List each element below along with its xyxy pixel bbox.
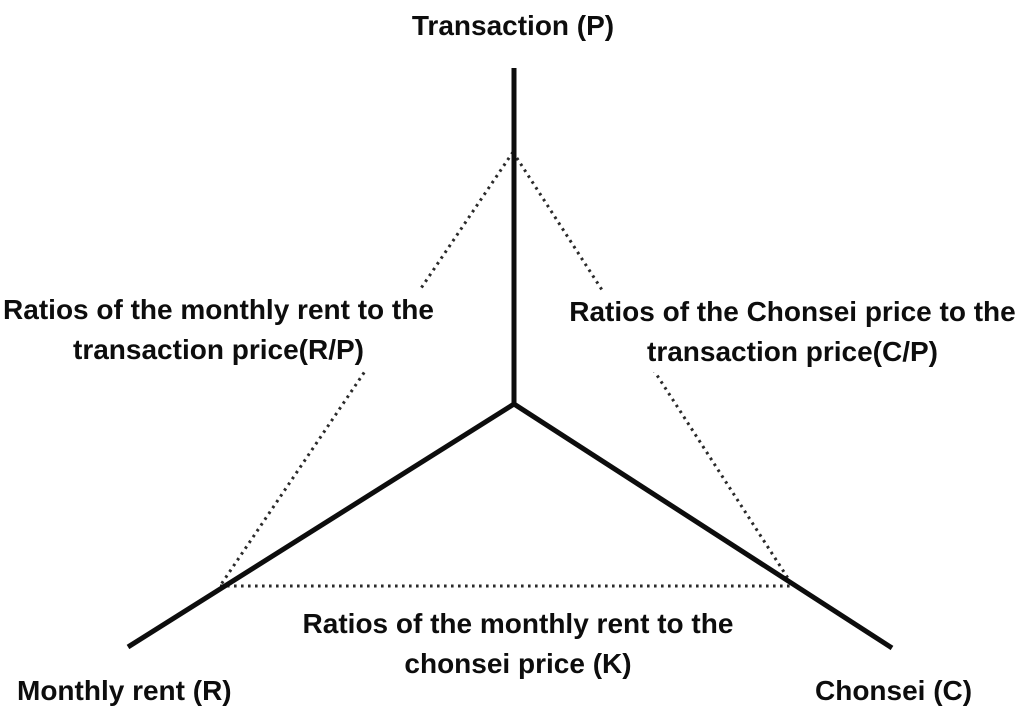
dotted-edge-left <box>218 151 515 587</box>
edge-label-line: transaction price(C/P) <box>647 336 938 367</box>
edge-label-rent-to-transaction-ratio: Ratios of the monthly rent to the transa… <box>0 290 437 370</box>
solid-axis-bottom-left <box>126 401 516 650</box>
dotted-edge-right <box>511 151 795 587</box>
edge-label-line: Ratios of the monthly rent to the <box>3 294 434 325</box>
node-label-transaction: Transaction (P) <box>411 10 615 41</box>
node-label-chonsei: Chonsei (C) <box>815 675 973 706</box>
edge-label-line: transaction price(R/P) <box>73 334 364 365</box>
edge-label-line: Ratios of the monthly rent to the <box>302 608 734 639</box>
edge-label-chonsei-to-transaction-ratio: Ratios of the Chonsei price to the trans… <box>569 292 1016 372</box>
edge-label-line: Ratios of the Chonsei price to the <box>569 296 1016 327</box>
edge-label-line: chonsei price (K) <box>404 648 632 679</box>
solid-axis-bottom-right <box>512 401 894 651</box>
edge-label-rent-to-chonsei-ratio: Ratios of the monthly rent to the chonse… <box>293 604 743 684</box>
node-label-monthly-rent: Monthly rent (R) <box>17 675 232 706</box>
